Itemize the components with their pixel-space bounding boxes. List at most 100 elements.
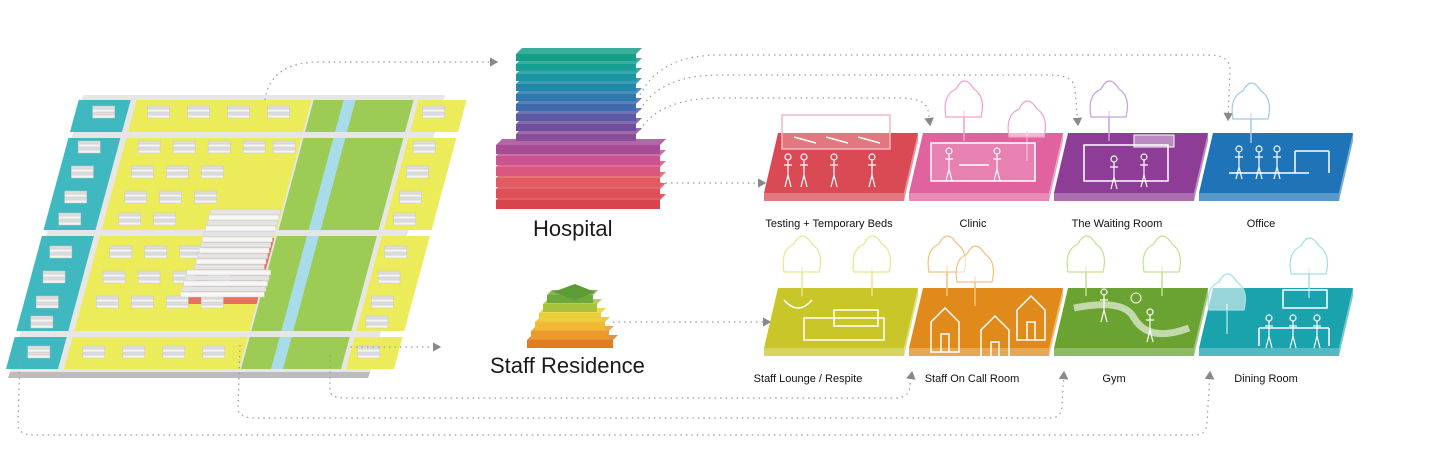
tile-label-office: Office [1246, 218, 1276, 230]
hammock-icon [782, 235, 892, 341]
residence-floor [543, 304, 597, 312]
consultation-desk-icon [930, 80, 1047, 182]
tile-top [1199, 133, 1353, 193]
site-mini-building [166, 295, 189, 309]
tile-side [1339, 288, 1353, 356]
site-block-park [305, 100, 414, 132]
site-mini-building [30, 315, 54, 329]
tree-icon [955, 245, 995, 283]
connector-hospital-clinic [639, 97, 934, 131]
tree-icon [1142, 235, 1182, 273]
tile-front [909, 193, 1049, 201]
waiting-chairs-icon [1083, 80, 1175, 190]
exercise-path-icon [1066, 235, 1191, 343]
hospital-floor [496, 145, 660, 154]
site-block-teal [16, 236, 94, 331]
tree-icon [1231, 82, 1271, 120]
site-block-yellow [128, 100, 312, 132]
site-mini-building [365, 315, 389, 329]
site-mini-building [162, 345, 186, 359]
site-mini-building [201, 165, 224, 179]
connector-site-to-hospital [264, 57, 499, 101]
hospital-floor [496, 167, 660, 176]
tile-dining-tables [1199, 237, 1353, 356]
tree-icon [782, 235, 822, 273]
hospital-label: Hospital [533, 216, 613, 241]
tile-front [1054, 193, 1194, 201]
hospital-floor [516, 124, 636, 131]
connectors [17, 54, 1234, 436]
tile-side [904, 133, 918, 201]
hospital-stack [496, 48, 666, 209]
site-mini-building [412, 140, 436, 154]
tile-top [764, 133, 918, 193]
hospital-floor [516, 134, 636, 141]
tile-office-desks [1199, 82, 1353, 201]
site-mini-building [109, 245, 133, 259]
hospital-floor [516, 64, 636, 71]
tile-label-staff-lounge: Staff Lounge / Respite [753, 373, 863, 385]
site-block-water [308, 138, 346, 230]
site-mini-building [58, 212, 81, 226]
site-mini-building [122, 345, 146, 359]
site-mini-building [77, 140, 101, 154]
site-mini-building [194, 190, 217, 204]
beds-and-people-icon [781, 114, 891, 188]
site-mini-building [406, 165, 429, 179]
tree-icon [1007, 100, 1047, 138]
site-mini-building [159, 190, 182, 204]
site-hospital-tower [180, 209, 281, 298]
site-mini-building [166, 165, 189, 179]
hospital-floor [496, 156, 660, 165]
residence-floor [547, 295, 593, 303]
tree-icon [1089, 80, 1129, 118]
hospital-floor [516, 104, 636, 111]
site-mini-building [102, 270, 126, 284]
small-houses-icon [927, 235, 1046, 361]
connector-hospital-office [639, 54, 1234, 122]
tile-hammock [764, 235, 918, 356]
tile-front [764, 348, 904, 356]
connector-to-gym [237, 344, 1069, 419]
hospital-floor [496, 178, 660, 187]
site-mini-building [64, 190, 87, 204]
site-mini-building [399, 190, 422, 204]
site-mini-building [227, 105, 250, 119]
tile-waiting-chairs [1054, 80, 1208, 201]
site-mini-building [384, 245, 408, 259]
tile-label-testing: Testing + Temporary Beds [765, 218, 893, 230]
site-mini-building [187, 105, 210, 119]
site-mini-building [82, 345, 106, 359]
tile-consultation-desk [909, 80, 1063, 201]
site-mini-building [147, 105, 170, 119]
hospital-floor [516, 114, 636, 121]
hospital-floor [516, 54, 636, 61]
site-mini-building [357, 345, 381, 359]
tile-front [1199, 193, 1339, 201]
tile-side [1194, 288, 1208, 356]
tile-side [1194, 133, 1208, 201]
connector-to-dining [17, 349, 1215, 436]
tile-front [1199, 348, 1339, 356]
site-mini-building [131, 165, 154, 179]
site-mini-building [36, 295, 59, 309]
tile-beds-and-people [764, 114, 918, 201]
staff-residence-label: Staff Residence [490, 353, 645, 378]
hospital-floor [496, 189, 660, 198]
tile-label-dining-room: Dining Room [1234, 373, 1298, 385]
residence-floor [539, 313, 601, 321]
tile-top [1054, 133, 1208, 193]
residence-stack [527, 284, 618, 348]
office-desks-icon [1229, 82, 1330, 180]
site-block-water [281, 236, 319, 331]
site-mini-building [124, 190, 147, 204]
tile-top [909, 288, 1063, 348]
site-mini-building [201, 295, 224, 309]
tree-icon [852, 235, 892, 273]
tile-label-on-call-room: Staff On Call Room [924, 373, 1020, 385]
tile-label-clinic: Clinic [959, 218, 987, 230]
tile-front [909, 348, 1049, 356]
tile-side [1339, 133, 1353, 201]
site-mini-building [49, 245, 73, 259]
tile-side [1049, 133, 1063, 201]
